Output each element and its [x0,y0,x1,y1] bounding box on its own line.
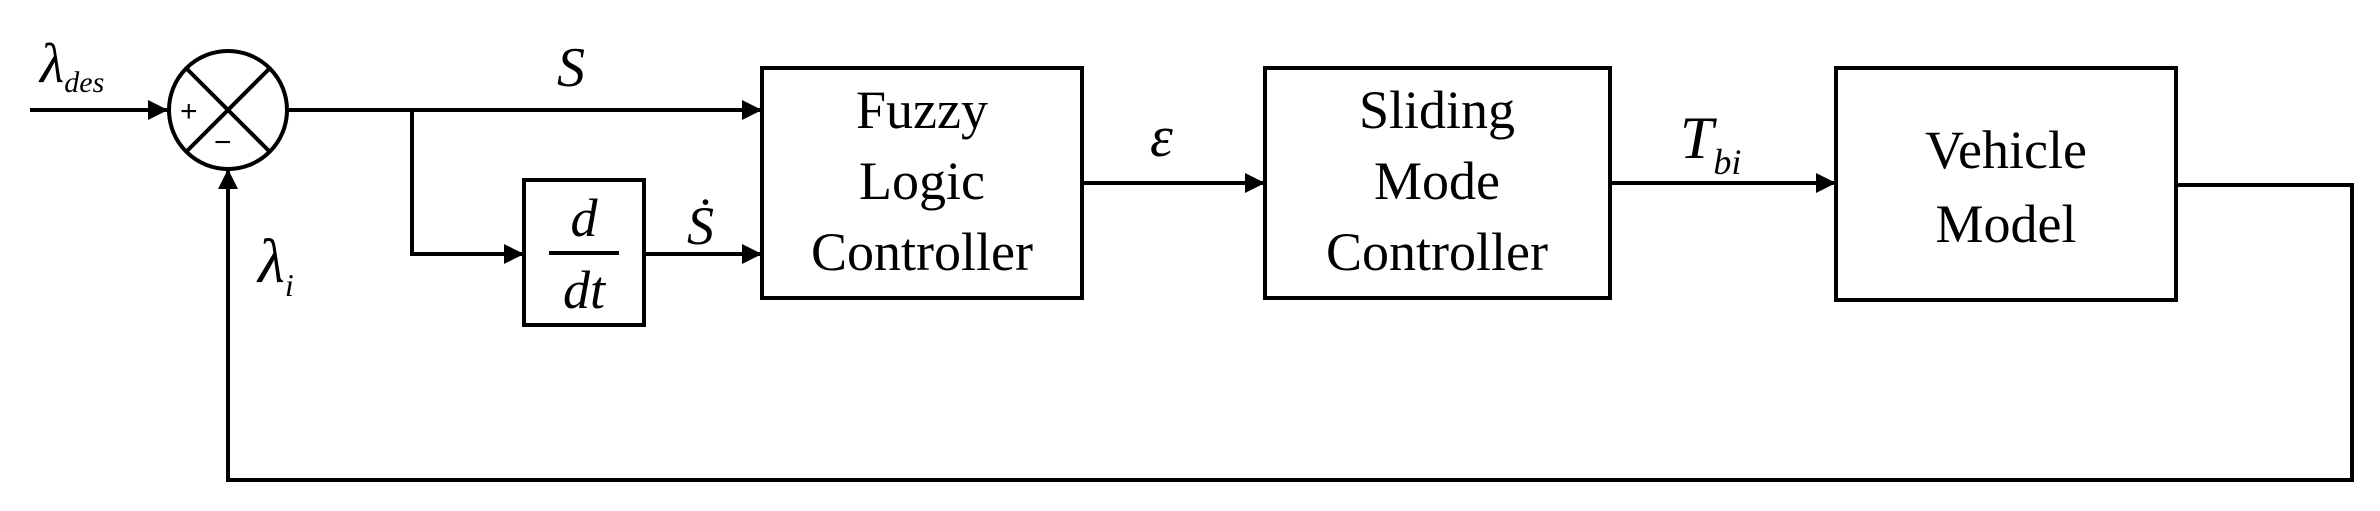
svg-text:Model: Model [1936,194,2077,254]
svg-text:Controller: Controller [811,222,1033,282]
torque-label: Tbi [1680,105,1741,182]
vehicle-model-block: Vehicle Model [1834,66,2178,302]
derivative-branch-arrow [410,110,524,264]
sliding-mode-controller-block: Sliding Mode Controller [1263,66,1612,300]
svg-text:Sliding: Sliding [1359,80,1515,140]
minus-sign: − [214,126,232,159]
error-signal-label: S [557,37,585,99]
summing-junction: + − [167,49,289,171]
svg-text:Fuzzy: Fuzzy [856,80,988,140]
feedback-loop-arrow [218,169,2354,482]
derivative-numerator: d [571,188,599,248]
plus-sign: + [180,95,198,128]
svg-text:Logic: Logic [859,151,985,211]
reference-label: λdes [38,33,104,99]
fuzzy-output-label: ε [1150,104,1173,169]
derivative-block: d dt [522,178,646,327]
error-rate-label: Ṡ [687,196,714,256]
derivative-denominator: dt [563,260,607,320]
svg-text:Controller: Controller [1326,222,1548,282]
fuzzy-logic-controller-block: Fuzzy Logic Controller [760,66,1084,300]
feedback-label: λi [256,228,294,303]
svg-text:Vehicle: Vehicle [1925,120,2087,180]
svg-text:Mode: Mode [1374,151,1500,211]
